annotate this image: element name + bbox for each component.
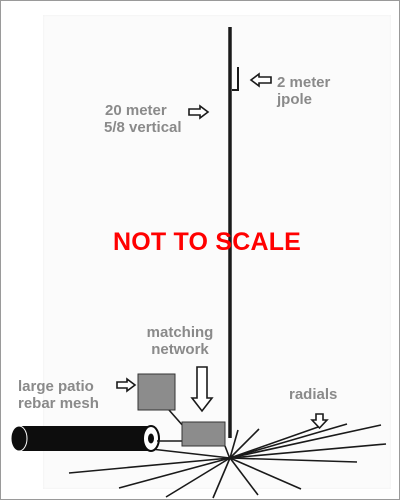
rebar-mesh-label: large patio rebar mesh — [18, 378, 99, 412]
arrow-left-icon — [249, 72, 272, 88]
arrow-right-icon — [116, 377, 137, 393]
vertical-antenna-label: 20 meter 5/8 vertical — [104, 102, 182, 136]
coax-cable — [10, 425, 160, 452]
diagram-title: NOT TO SCALE — [113, 228, 302, 256]
arrow-down-icon — [310, 413, 329, 430]
jpole-element — [232, 67, 239, 91]
diagram-background — [43, 15, 391, 489]
rebar-mesh-box — [137, 373, 176, 411]
matching-network-label: matching network — [146, 324, 214, 358]
network-ground-wire — [224, 445, 231, 460]
jpole-label: 2 meter jpole — [277, 74, 331, 108]
radials-label: radials — [289, 386, 338, 403]
radials-group — [68, 423, 387, 499]
arrow-right-icon — [188, 104, 210, 120]
arrow-down-icon — [190, 366, 214, 413]
matching-network-box — [181, 421, 226, 447]
